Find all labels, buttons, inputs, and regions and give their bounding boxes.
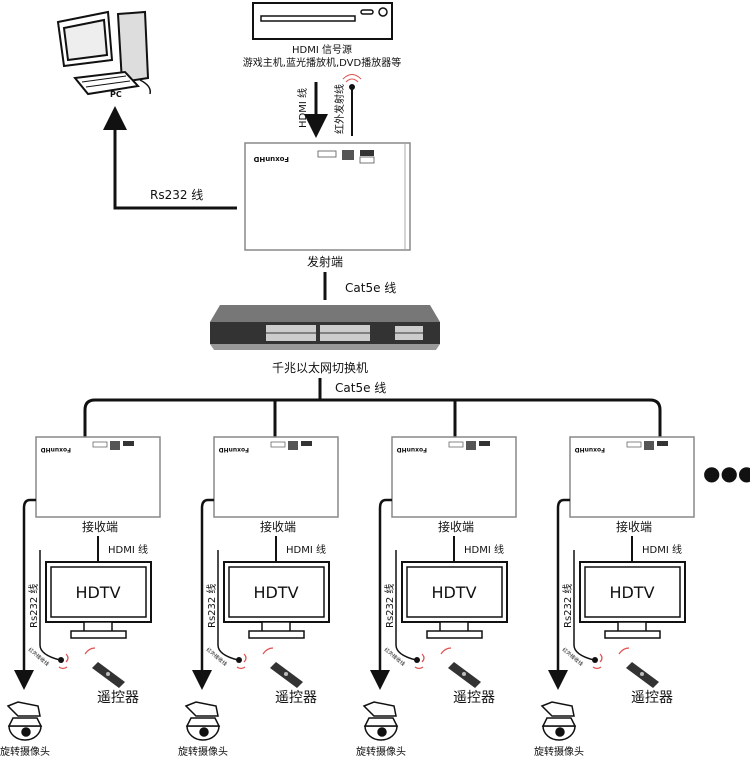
remote-control-icon	[92, 662, 125, 688]
camera-label: 旋转摄像头	[178, 745, 228, 758]
receiver-label: 接收端	[616, 519, 652, 534]
receiver-unit: FoxunHD 接收端 HDMI 线 HDTV Rs232 线 红外接收线 遥控…	[178, 436, 339, 758]
hdmi-cable-label: HDMI 线	[286, 543, 326, 556]
rs232-label: Rs232 线	[27, 584, 40, 628]
more-receivers-indicator: ●●●	[703, 461, 750, 485]
ir-receiver-label: 红外接收线	[27, 646, 51, 667]
cat5e-bus-label: Cat5e 线	[335, 381, 386, 395]
rs232-top-label: Rs232 线	[150, 188, 203, 202]
ir-receiver-icon	[592, 657, 598, 663]
hdmi-cable-label: HDMI 线	[108, 543, 148, 556]
source-subtitle: 游戏主机,蓝光播放机,DVD播放器等	[243, 56, 401, 69]
ir-receiver-line	[39, 550, 61, 661]
source-title: HDMI 信号源	[292, 43, 352, 56]
receiver-brand: FoxunHD	[575, 446, 605, 453]
ir-receiver-line	[395, 550, 417, 661]
dvd-player-icon	[252, 2, 393, 40]
rs232-to-pc-line	[103, 106, 237, 210]
receiver-box	[213, 436, 339, 518]
remote-control-icon	[270, 662, 303, 688]
pc-icon	[56, 10, 152, 96]
ir-emitter-icon	[349, 84, 355, 90]
remote-control-icon	[626, 662, 659, 688]
receiver-box	[569, 436, 695, 518]
hdtv-icon	[401, 561, 508, 639]
remote-control-icon	[448, 662, 481, 688]
receiver-brand: FoxunHD	[41, 446, 71, 453]
rs232-line	[192, 498, 214, 690]
rs232-label: Rs232 线	[383, 584, 396, 628]
receiver-unit: FoxunHD 接收端 HDMI 线 HDTV Rs232 线 红外接收线 遥控…	[534, 436, 695, 758]
rs232-line	[14, 498, 36, 690]
ir-receiver-label: 红外接收线	[383, 646, 407, 667]
receiver-brand: FoxunHD	[219, 446, 249, 453]
remote-label: 遥控器	[631, 690, 673, 706]
hdmi-cable-label: HDMI 线	[464, 543, 504, 556]
ir-signal-icon	[342, 74, 362, 83]
hdtv-icon	[45, 561, 152, 639]
hdtv-label: HDTV	[431, 583, 476, 602]
transmitter-box	[244, 142, 411, 251]
hdmi-cable-label: HDMI 线	[296, 88, 309, 128]
ir-emitter-label: 红外发射线	[333, 84, 346, 134]
switch-label: 千兆以太网切换机	[272, 360, 368, 375]
ir-receiver-icon	[236, 657, 242, 663]
remote-label: 遥控器	[275, 690, 317, 706]
hdmi-cable-label: HDMI 线	[642, 543, 682, 556]
cat5e-bus-line	[83, 398, 662, 437]
rs232-label: Rs232 线	[205, 584, 218, 628]
ir-receiver-label: 红外接收线	[561, 646, 585, 667]
receiver-brand: FoxunHD	[397, 446, 427, 453]
camera-label: 旋转摄像头	[356, 745, 406, 758]
ir-receiver-line	[217, 550, 239, 661]
ir-receiver-label: 红外接收线	[205, 646, 229, 667]
hdtv-label: HDTV	[75, 583, 120, 602]
rs232-line	[370, 498, 392, 690]
receiver-label: 接收端	[438, 519, 474, 534]
rs232-label: Rs232 线	[561, 584, 574, 628]
ptz-camera-icon	[6, 701, 43, 741]
receiver-box	[35, 436, 161, 518]
receiver-label: 接收端	[82, 519, 118, 534]
receiver-unit: FoxunHD 接收端 HDMI 线 HDTV Rs232 线 红外接收线 遥控…	[0, 436, 161, 758]
transmitter-label: 发射端	[307, 254, 343, 269]
hdtv-label: HDTV	[253, 583, 298, 602]
remote-label: 遥控器	[453, 690, 495, 706]
ir-receiver-icon	[414, 657, 420, 663]
remote-label: 遥控器	[97, 690, 139, 706]
receiver-box	[391, 436, 517, 518]
ir-receiver-line	[573, 550, 595, 661]
ir-receiver-icon	[58, 657, 64, 663]
ethernet-switch-icon	[210, 305, 440, 350]
ptz-camera-icon	[362, 701, 399, 741]
hdtv-icon	[223, 561, 330, 639]
camera-label: 旋转摄像头	[534, 745, 584, 758]
hdtv-label: HDTV	[609, 583, 654, 602]
receiver-label: 接收端	[260, 519, 296, 534]
camera-label: 旋转摄像头	[0, 745, 50, 758]
ptz-camera-icon	[184, 701, 221, 741]
cat5e-top-label: Cat5e 线	[345, 281, 396, 295]
pc-label: PC	[110, 90, 122, 99]
receiver-unit: FoxunHD 接收端 HDMI 线 HDTV Rs232 线 红外接收线 遥控…	[356, 436, 517, 758]
rs232-line	[548, 498, 570, 690]
hdtv-icon	[579, 561, 686, 639]
ptz-camera-icon	[540, 701, 577, 741]
transmitter-brand: FoxunHD	[253, 155, 289, 163]
